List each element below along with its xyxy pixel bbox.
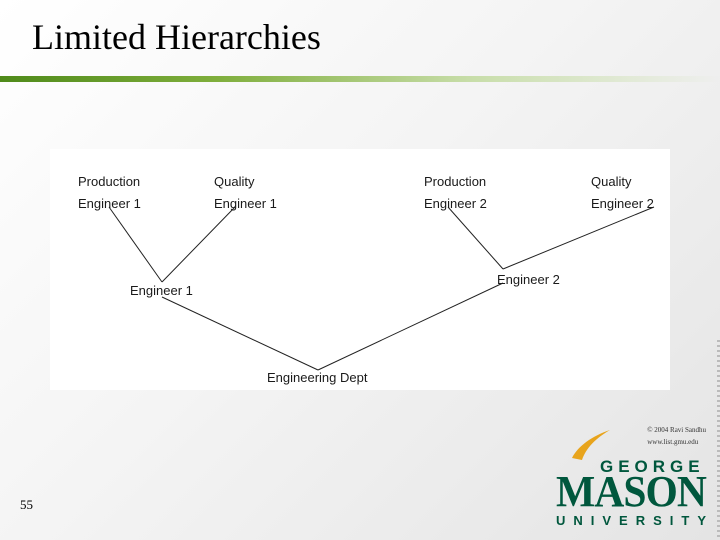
node-production-engineer-2-line2: Engineer 2 [424, 196, 487, 211]
hierarchy-diagram-svg: Production Engineer 1 Quality Engineer 1… [78, 174, 655, 385]
george-mason-university-logo: GEORGE MASON UNIVERSITY [556, 430, 708, 528]
title-underline [0, 76, 720, 82]
edge-prod1-eng1 [108, 206, 163, 283]
node-production-engineer-1-line2: Engineer 1 [78, 196, 141, 211]
edge-eng1-dept [161, 296, 319, 371]
slide-title: Limited Hierarchies [32, 17, 321, 57]
copyright-url: www.list.gmu.edu [647, 438, 699, 446]
logo-george-text: GEORGE [600, 457, 705, 476]
edge-eng2-dept [317, 282, 504, 371]
node-quality-engineer-2-line1: Quality [591, 174, 632, 189]
logo-gold-swoosh [572, 430, 610, 460]
edge-qual1-eng1 [161, 206, 236, 283]
node-production-engineer-1-line1: Production [78, 174, 140, 189]
slide-edge-decoration [717, 340, 720, 540]
page-number: 55 [20, 497, 33, 512]
node-engineering-dept: Engineering Dept [267, 370, 368, 385]
edge-prod2-eng2 [447, 206, 504, 270]
logo-mason-text: MASON [556, 467, 707, 516]
logo-university-text: UNIVERSITY [556, 513, 708, 528]
copyright-notice: © 2004 Ravi Sandhu www.list.gmu.edu [647, 424, 706, 448]
node-quality-engineer-1-line2: Engineer 1 [214, 196, 277, 211]
node-engineer-1: Engineer 1 [130, 283, 193, 298]
edge-qual2-eng2 [502, 206, 655, 270]
node-quality-engineer-1-line1: Quality [214, 174, 255, 189]
hierarchy-diagram: Production Engineer 1 Quality Engineer 1… [50, 149, 670, 390]
node-quality-engineer-2-line2: Engineer 2 [591, 196, 654, 211]
node-engineer-2: Engineer 2 [497, 272, 560, 287]
node-production-engineer-2-line1: Production [424, 174, 486, 189]
copyright-line: © 2004 Ravi Sandhu [647, 426, 706, 434]
